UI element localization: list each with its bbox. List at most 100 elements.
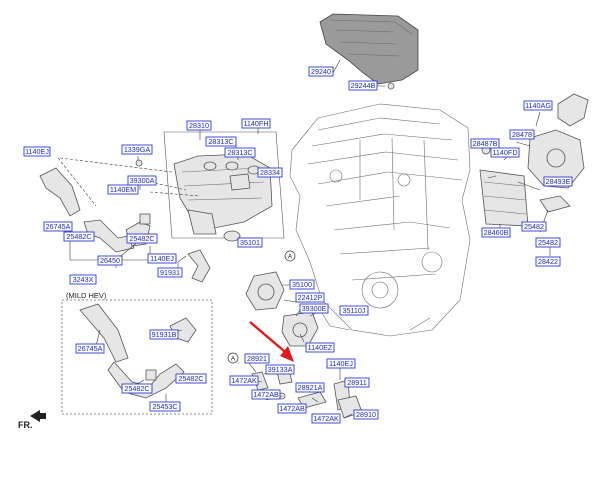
svg-text:28313C: 28313C [227,148,252,157]
callout-91931[interactable]: 91931 [157,267,183,278]
svg-text:A: A [288,254,293,261]
callout-39133a[interactable]: 39133A [265,364,295,375]
svg-text:25482C: 25482C [66,232,91,241]
callout-25482c-b[interactable]: 25482C [126,233,158,244]
callout-3243x[interactable]: 3243X [69,274,97,285]
callout-26450[interactable]: 26450 [97,255,123,266]
callout-25482-b[interactable]: 25482 [535,237,561,248]
svg-text:22412P: 22412P [298,293,323,302]
callout-1472ab-a[interactable]: 1472AB [251,389,281,400]
callout-28334[interactable]: 28334 [257,167,283,178]
svg-text:1140EJ: 1140EJ [329,359,353,368]
svg-text:25482: 25482 [538,238,558,247]
svg-text:28921A: 28921A [298,383,323,392]
front-arrow-icon [30,410,46,422]
callout-35101[interactable]: 35101 [237,237,263,248]
svg-text:28911: 28911 [347,378,366,387]
reference-circle-a-1: A [284,250,296,262]
svg-text:1140EZ: 1140EZ [308,343,333,352]
svg-text:1140EJ: 1140EJ [150,254,174,263]
callout-28313c-a[interactable]: 28313C [205,136,237,147]
intake-manifold [163,131,285,242]
callout-28478[interactable]: 28478 [509,129,535,140]
mild-hev-label: (MILD HEV) [66,291,107,300]
callout-25482-a[interactable]: 25482 [521,221,547,232]
svg-text:1140FD: 1140FD [492,148,517,157]
svg-text:26745A: 26745A [78,344,103,353]
svg-text:1472AB: 1472AB [279,404,305,413]
svg-text:28478: 28478 [512,130,532,139]
svg-text:91931B: 91931B [152,330,177,339]
svg-text:28310: 28310 [189,121,209,130]
callout-26745a-b[interactable]: 26745A [75,343,105,354]
callout-28422[interactable]: 28422 [535,256,561,267]
front-direction-indicator: FR. [18,410,46,430]
svg-text:3243X: 3243X [73,275,94,284]
svg-text:28334: 28334 [260,168,280,177]
svg-text:28493E: 28493E [546,177,571,186]
svg-text:25482C: 25482C [178,374,203,383]
svg-text:25453C: 25453C [152,402,177,411]
callout-35110j[interactable]: 35110J [339,305,369,316]
callout-29240[interactable]: 29240 [308,66,334,77]
callout-1339ga[interactable]: 1339GA [121,144,153,155]
callout-1140ej-c[interactable]: 1140EJ [326,358,356,369]
svg-text:1339GA: 1339GA [124,145,151,154]
callout-1472ab-b[interactable]: 1472AB [277,403,307,414]
svg-text:91931: 91931 [160,268,180,277]
svg-text:1472AB: 1472AB [253,390,279,399]
svg-text:26745A: 26745A [46,222,71,231]
callout-28313c-b[interactable]: 28313C [224,147,256,158]
svg-text:29244B: 29244B [351,81,376,90]
mild-hev-inset [61,299,213,415]
svg-text:39300E: 39300E [302,304,327,313]
callout-39300e[interactable]: 39300E [299,303,329,314]
callout-28460b[interactable]: 28460B [481,227,511,238]
callout-25453c[interactable]: 25453C [149,401,181,412]
callout-22412p[interactable]: 22412P [295,292,325,303]
svg-text:39133A: 39133A [268,365,293,374]
callout-39300a[interactable]: 39300A [127,175,157,186]
callout-1140fd[interactable]: 1140FD [490,147,520,158]
svg-text:26450: 26450 [100,256,120,265]
callout-1140fh[interactable]: 1140FH [241,118,271,129]
svg-text:29240: 29240 [311,67,331,76]
callout-28921a[interactable]: 28921A [295,382,325,393]
right-side-parts [479,93,589,227]
callout-91931b[interactable]: 91931B [149,329,179,340]
svg-text:28910: 28910 [356,410,376,419]
callout-1140em[interactable]: 1140EM [107,184,139,195]
svg-text:25482: 25482 [524,222,544,231]
callout-1140ez[interactable]: 1140EZ [305,342,335,353]
part-callouts: 29240 29244B 28310 1140FH 28313C 28313C … [23,66,573,424]
svg-text:1472AK: 1472AK [231,376,257,385]
callout-1472ak-a[interactable]: 1472AK [229,375,259,386]
svg-text:35110J: 35110J [342,306,365,315]
red-pointer-arrow [249,321,294,362]
callout-1140ej-b[interactable]: 1140EJ [147,253,177,264]
callout-28310[interactable]: 28310 [186,120,212,131]
callout-25482c-c[interactable]: 25482C [175,373,207,384]
svg-text:28422: 28422 [538,257,558,266]
callout-28921[interactable]: 28921 [244,353,270,364]
callout-28911[interactable]: 28911 [344,377,370,388]
engine-block [289,103,471,337]
svg-text:25482C: 25482C [124,384,149,393]
callout-28493e[interactable]: 28493E [543,176,573,187]
svg-text:1140AG: 1140AG [525,101,551,110]
svg-text:28460B: 28460B [484,228,509,237]
callout-28487b[interactable]: 28487B [470,138,500,149]
callout-28910[interactable]: 28910 [353,409,379,420]
callout-1140ej-a[interactable]: 1140EJ [23,146,51,157]
callout-25482c-d[interactable]: 25482C [121,383,153,394]
callout-1472ak-b[interactable]: 1472AK [311,413,341,424]
callout-1140ag[interactable]: 1140AG [523,100,553,111]
svg-text:A: A [231,356,236,363]
callout-25482c-a[interactable]: 25482C [63,231,95,242]
svg-text:35101: 35101 [240,238,260,247]
svg-text:1140FH: 1140FH [243,119,268,128]
callout-29244b[interactable]: 29244B [348,80,378,91]
callout-35100[interactable]: 35100 [289,279,315,290]
callout-26745a-a[interactable]: 26745A [43,221,73,232]
